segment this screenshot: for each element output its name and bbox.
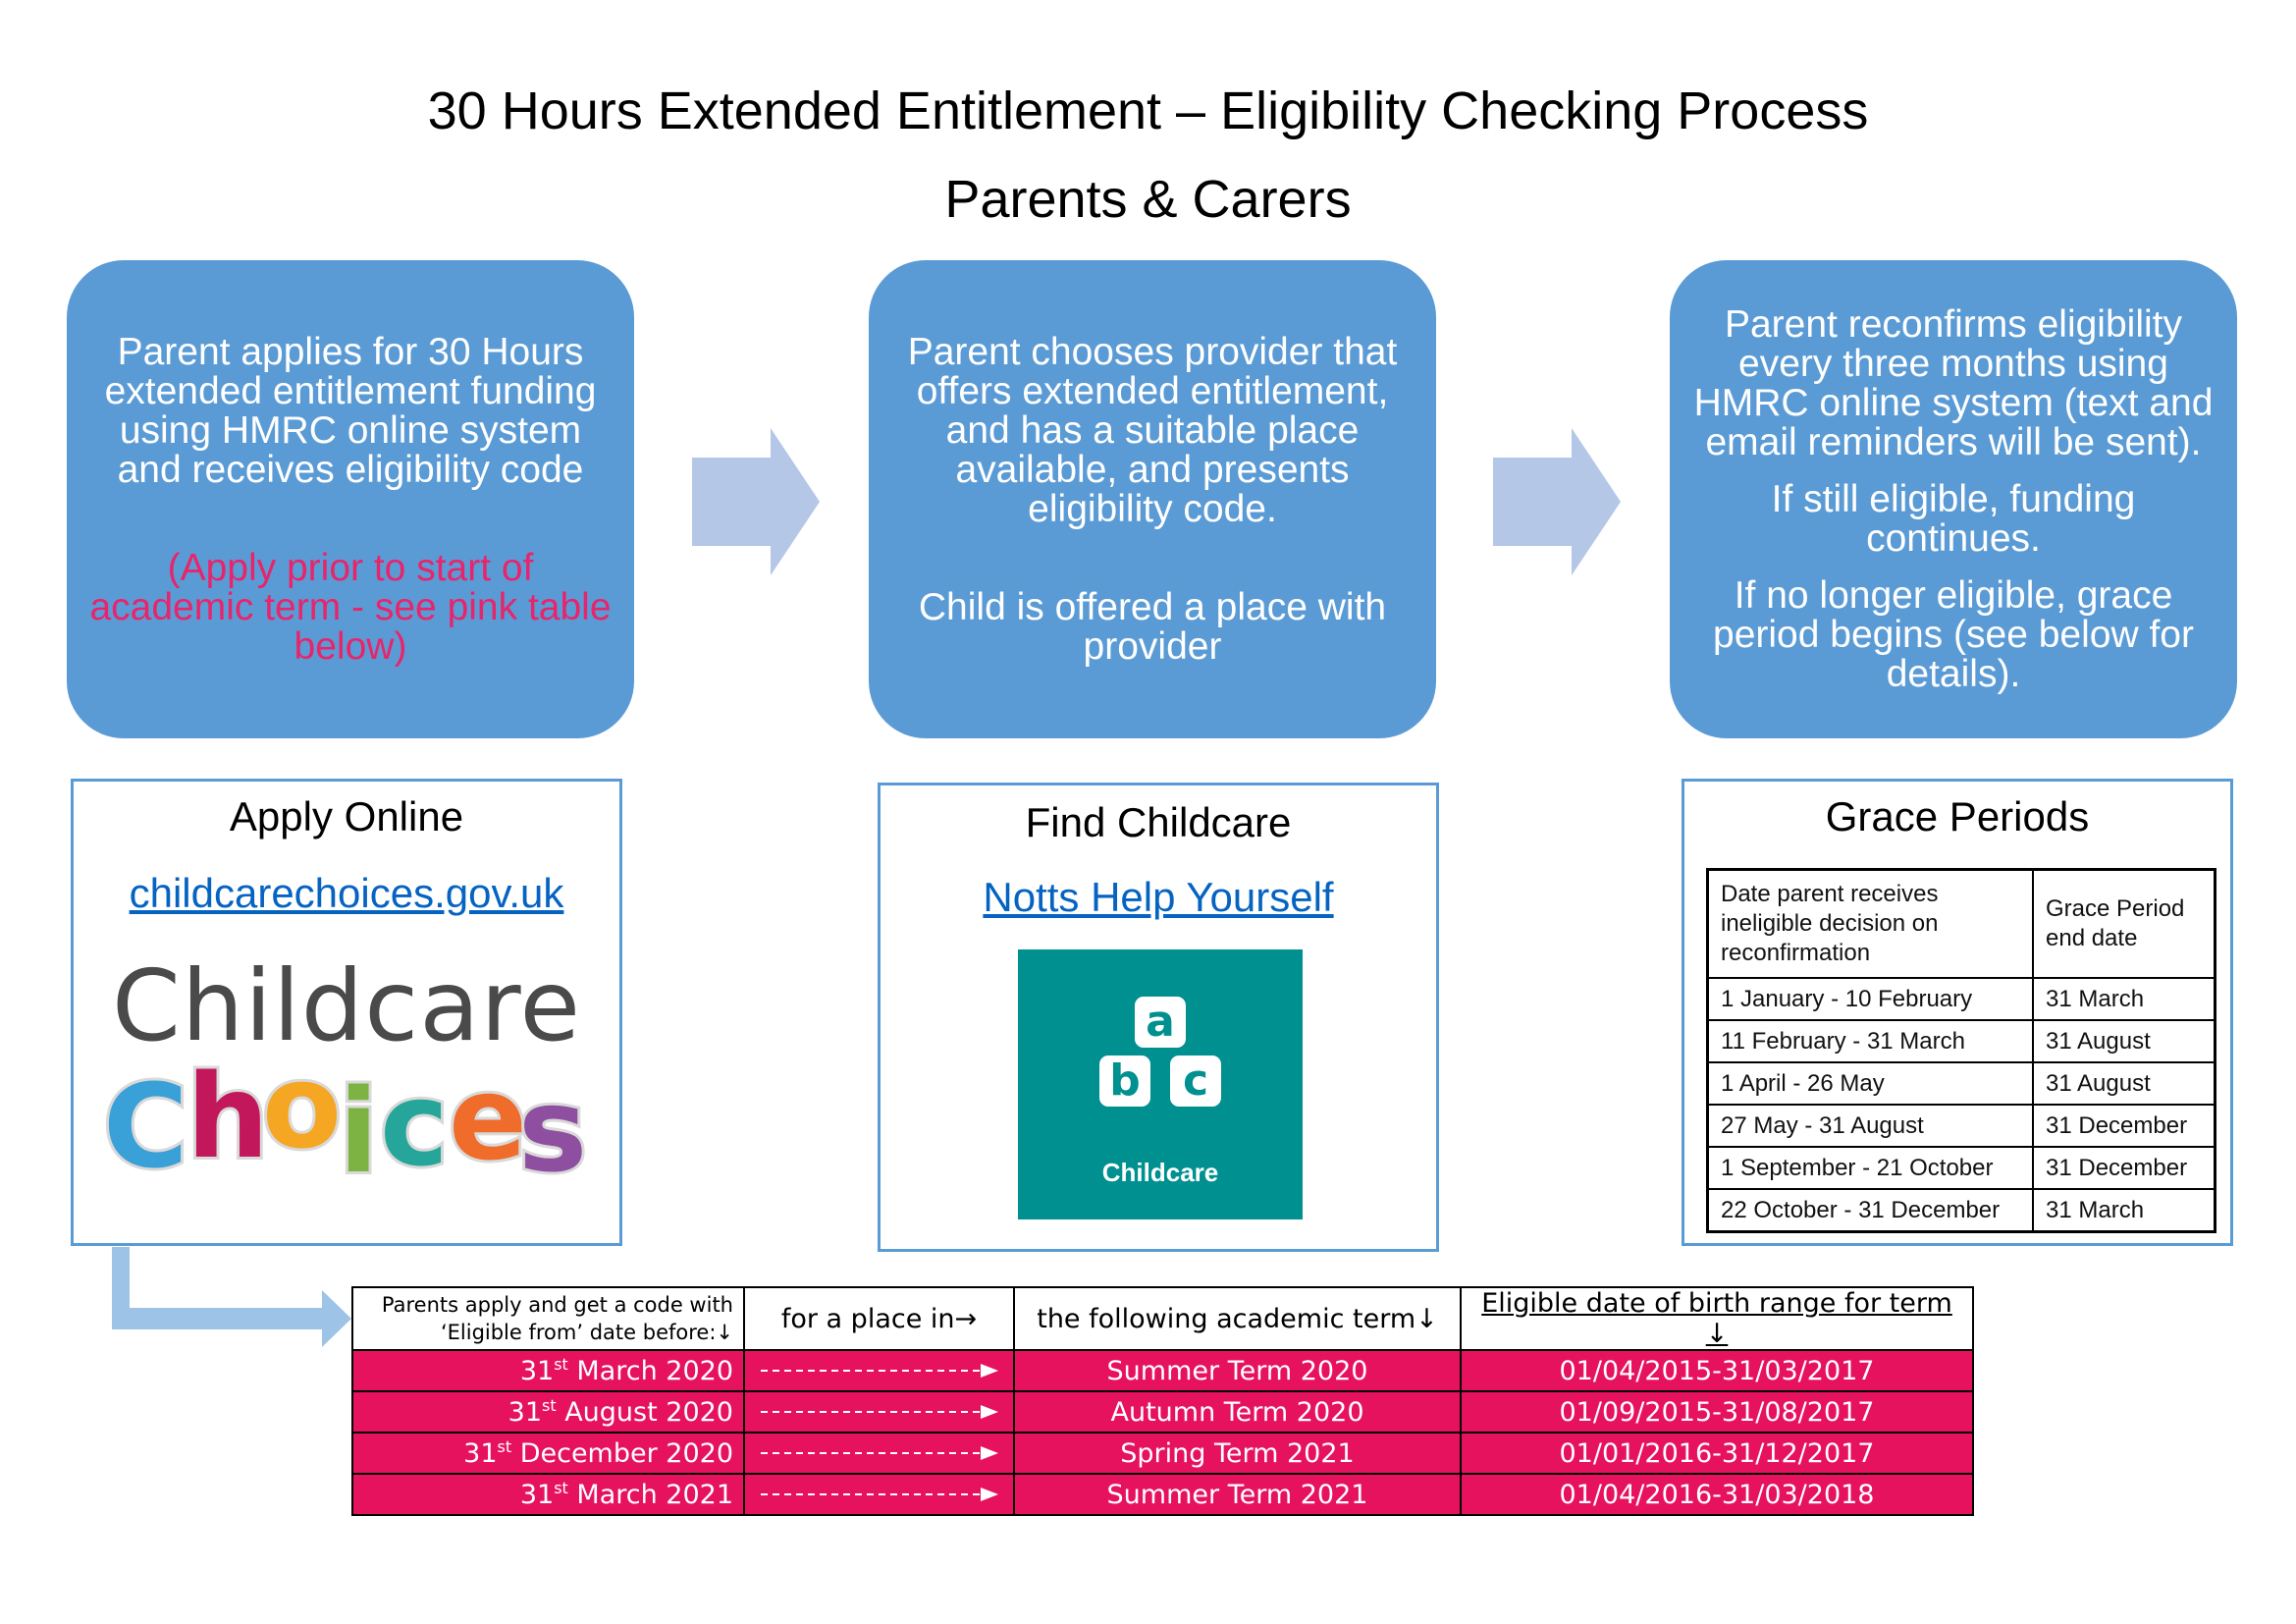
table-cell: 22 October - 31 December — [1706, 1188, 2034, 1233]
birth-date-range: 01/04/2015-31/03/2017 — [1460, 1349, 1974, 1392]
choices-logo-letter: c — [380, 1056, 449, 1192]
apply-before-date: 31st March 2021 — [351, 1473, 745, 1516]
step-apply-box: Parent applies for 30 Hours extended ent… — [67, 260, 634, 738]
apply-online-title: Apply Online — [229, 793, 464, 839]
choices-logo-letter: s — [518, 1062, 587, 1196]
table-cell: 1 September - 21 October — [1706, 1146, 2034, 1190]
page-title: 30 Hours Extended Entitlement – Eligibil… — [427, 81, 1869, 140]
dashed-arrow-icon — [743, 1473, 1015, 1516]
academic-term: Autumn Term 2020 — [1013, 1390, 1462, 1434]
step-grace-period-text: If no longer eligible, grace period begi… — [1713, 573, 2194, 695]
table-header-cell: Parents apply and get a code with ‘Eligi… — [351, 1286, 745, 1351]
table-header-cell: for a place in→ — [743, 1286, 1015, 1351]
table-cell: 31 August — [2032, 1061, 2216, 1106]
academic-term: Summer Term 2020 — [1013, 1349, 1462, 1392]
apply-before-date: 31st August 2020 — [351, 1390, 745, 1434]
table-cell: 31 December — [2032, 1104, 2216, 1148]
apply-before-date: 31st December 2020 — [351, 1432, 745, 1475]
step-reconfirm-text: Parent reconfirms eligibility every thre… — [1693, 302, 2214, 463]
table-row: 31st August 2020 Autumn Term 2020 01/09/… — [351, 1390, 1974, 1434]
connector-arrow-icon — [112, 1247, 351, 1347]
table-cell: 31 August — [2032, 1019, 2216, 1063]
table-header-cell: Eligible date of birth range for term ↓ — [1460, 1286, 1974, 1351]
table-row: 31st December 2020 Spring Term 2021 01/0… — [351, 1432, 1974, 1475]
step-choose-provider-box: Parent chooses provider that offers exte… — [869, 260, 1436, 738]
childcare-choices-logo: C h o i c e s — [103, 1049, 590, 1196]
find-childcare-title: Find Childcare — [1025, 799, 1292, 845]
table-cell: 27 May - 31 August — [1706, 1104, 2034, 1148]
table-cell: 11 February - 31 March — [1706, 1019, 2034, 1063]
step-apply-text: Parent applies for 30 Hours extended ent… — [104, 330, 597, 491]
table-row: 31st March 2020 Summer Term 2020 01/04/2… — [351, 1349, 1974, 1392]
birth-date-range: 01/09/2015-31/08/2017 — [1460, 1390, 1974, 1434]
table-cell: 1 April - 26 May — [1706, 1061, 2034, 1106]
academic-term: Summer Term 2021 — [1013, 1473, 1462, 1516]
table-cell: 31 December — [2032, 1146, 2216, 1190]
step-place-offered-text: Child is offered a place with provider — [918, 585, 1387, 668]
dashed-arrow-icon — [743, 1390, 1015, 1434]
dashed-arrow-icon — [743, 1349, 1015, 1392]
table-cell: 1 January - 10 February — [1706, 977, 2034, 1021]
right-arrow-icon — [692, 428, 820, 575]
birth-date-range: 01/01/2016-31/12/2017 — [1460, 1432, 1974, 1475]
choices-logo-letter: h — [187, 1049, 269, 1184]
choices-logo-letter: e — [449, 1051, 527, 1186]
abc-tile-c: c — [1170, 1056, 1221, 1107]
find-childcare-card: Find Childcare Notts Help Yourself a b c… — [878, 783, 1439, 1252]
choices-logo-letter: o — [262, 1049, 342, 1174]
birth-date-range: 01/04/2016-31/03/2018 — [1460, 1473, 1974, 1516]
page-subtitle: Parents & Carers — [944, 170, 1352, 229]
grace-periods-table: Date parent receives ineligible decision… — [1706, 868, 2216, 1233]
grace-periods-title: Grace Periods — [1825, 793, 2090, 839]
grace-periods-card: Grace Periods Date parent receives ineli… — [1682, 779, 2233, 1246]
step-reconfirm-box: Parent reconfirms eligibility every thre… — [1670, 260, 2237, 738]
right-arrow-icon — [1493, 428, 1621, 575]
table-cell: 31 March — [2032, 977, 2216, 1021]
childcare-choices-logo-word: Childcare — [112, 948, 581, 1063]
childcare-choices-link[interactable]: childcarechoices.gov.uk — [129, 870, 564, 916]
step-apply-note: (Apply prior to start of academic term -… — [89, 546, 612, 668]
choices-logo-letter: C — [103, 1058, 188, 1194]
abc-tile-a: a — [1135, 997, 1186, 1048]
table-cell: 31 March — [2032, 1188, 2216, 1233]
apply-before-date: 31st March 2020 — [351, 1349, 745, 1392]
table-row: 31st March 2021 Summer Term 2021 01/04/2… — [351, 1473, 1974, 1516]
abc-logo-caption: Childcare — [1101, 1158, 1219, 1187]
table-header-row: Parents apply and get a code with ‘Eligi… — [351, 1286, 1974, 1351]
term-eligibility-table: Parents apply and get a code with ‘Eligi… — [351, 1286, 1974, 1516]
dashed-arrow-icon — [743, 1432, 1015, 1475]
abc-tile-b: b — [1099, 1056, 1150, 1107]
table-header-cell: Grace Period end date — [2032, 868, 2216, 979]
table-header-row: Date parent receives ineligible decision… — [1706, 868, 2216, 979]
notts-help-yourself-link[interactable]: Notts Help Yourself — [983, 874, 1334, 920]
abc-childcare-logo: a b c Childcare — [1018, 949, 1303, 1219]
table-header-cell: the following academic term↓ — [1013, 1286, 1462, 1351]
academic-term: Spring Term 2021 — [1013, 1432, 1462, 1475]
apply-online-card: Apply Online childcarechoices.gov.uk Chi… — [71, 779, 622, 1246]
step-choose-provider-text: Parent chooses provider that offers exte… — [907, 330, 1398, 530]
choices-logo-letter: i — [339, 1063, 378, 1196]
table-header-cell: Date parent receives ineligible decision… — [1706, 868, 2034, 979]
step-still-eligible-text: If still eligible, funding continues. — [1771, 477, 2136, 560]
